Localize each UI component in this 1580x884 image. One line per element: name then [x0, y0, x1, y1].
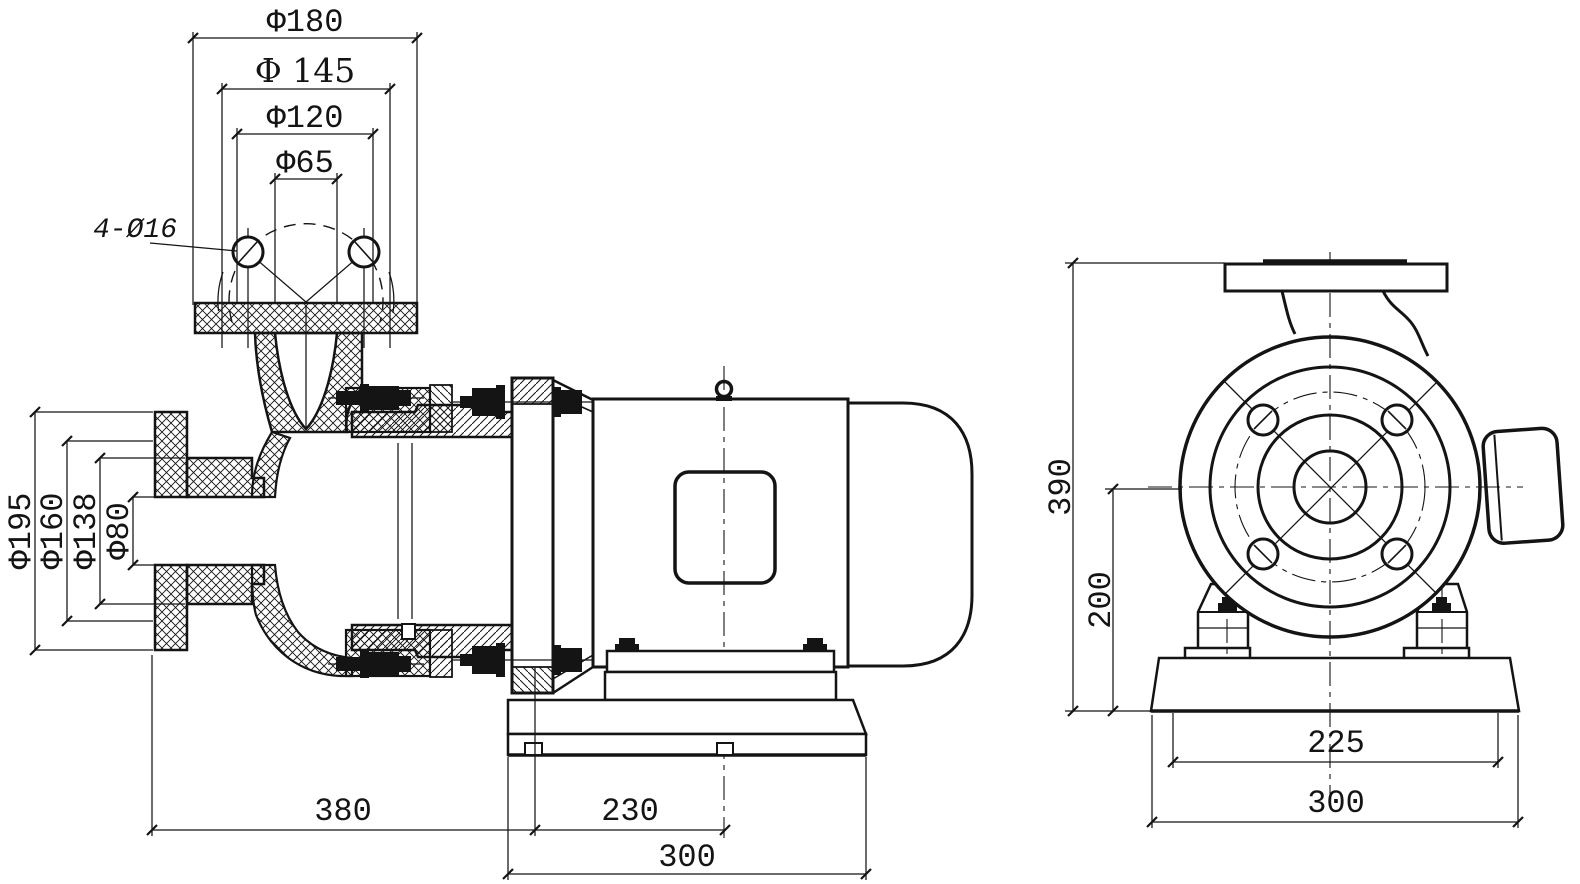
anchor-hole [524, 742, 543, 756]
side-lug [1481, 426, 1565, 545]
end-view-base [1149, 656, 1521, 713]
dim-label-300-end: 300 [1307, 785, 1365, 822]
dim-label-phi65: Φ65 [276, 145, 334, 182]
motor [591, 366, 974, 838]
dim-label-phi180: Φ180 [267, 4, 344, 41]
dim-label-390: 390 [1043, 458, 1080, 516]
dim-label-300-side: 300 [658, 839, 716, 876]
dim-label-230: 230 [601, 793, 659, 830]
dimensions-end-view: 390 200 225 300 [1043, 257, 1524, 828]
dim-label-phi160: Φ160 [35, 493, 72, 570]
anchor-hole [716, 742, 734, 756]
base-plate [506, 698, 868, 757]
dim-label-380: 380 [314, 793, 372, 830]
adapter-plate-bolts [452, 385, 592, 677]
side-view: Φ180 Φ 145 Φ120 Φ65 4-Ø16 Φ195 [3, 4, 974, 880]
pump-casing-section [153, 301, 453, 678]
motor-fan-cowl [846, 401, 974, 668]
dim-label-225: 225 [1307, 725, 1365, 762]
dim-label-phi195: Φ195 [3, 493, 40, 570]
adapter-plate [510, 376, 555, 695]
leader-line [149, 242, 238, 252]
end-view-discharge-flange [1223, 259, 1449, 357]
dim-label-phi120: Φ120 [267, 100, 344, 137]
dim-label-phi80: Φ80 [101, 502, 138, 560]
casing-cover-section [350, 403, 529, 659]
dimensions-discharge: Φ180 Φ 145 Φ120 Φ65 4-Ø16 [93, 4, 423, 348]
dim-label-bolt-note: 4-Ø16 [93, 215, 177, 246]
casing-stud-bolts [328, 384, 424, 678]
terminal-box [673, 470, 777, 585]
dimensions-side-bottom: 380 230 300 [146, 655, 872, 880]
end-view: 390 200 225 300 [1043, 252, 1565, 828]
end-view-casing [1148, 252, 1523, 798]
suction-flange-lower [153, 563, 189, 652]
dim-label-phi145: Φ 145 [255, 51, 356, 90]
dimensions-suction: Φ195 Φ160 Φ138 Φ80 [3, 406, 255, 656]
dim-label-phi138: Φ138 [68, 493, 105, 570]
dim-label-200: 200 [1083, 571, 1120, 629]
suction-flange-upper [153, 410, 189, 499]
